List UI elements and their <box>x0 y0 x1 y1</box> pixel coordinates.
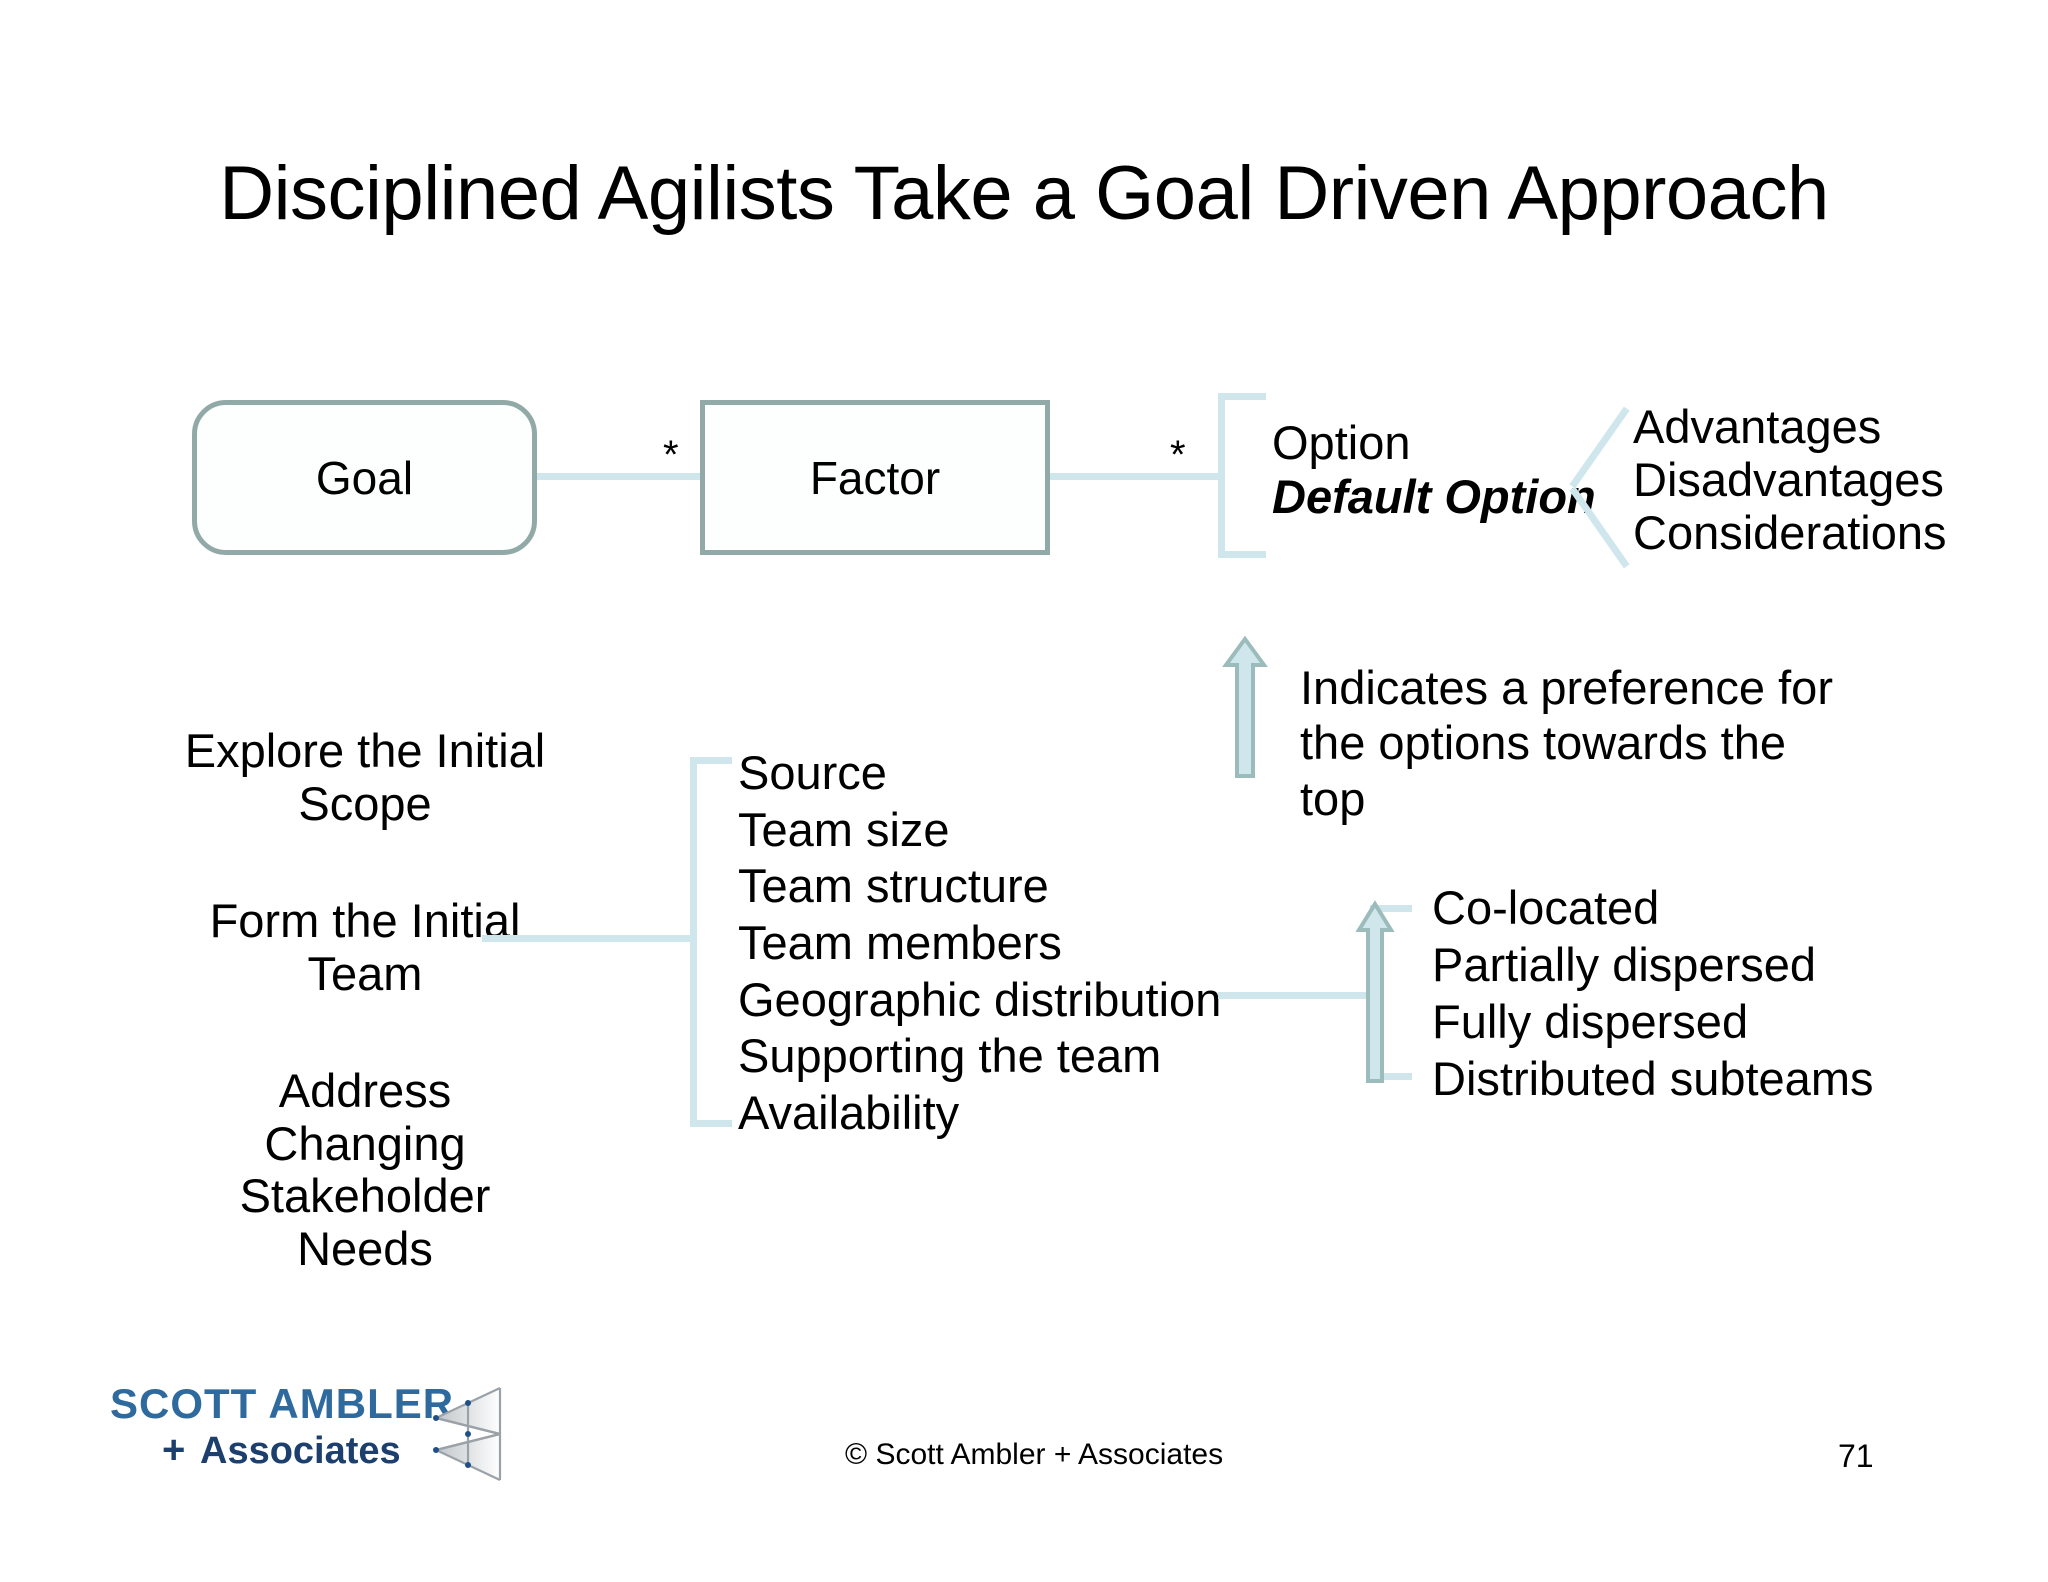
connector-factor-option <box>1050 473 1220 480</box>
goal-item-explore-initial-scope[interactable]: Explore the Initial Scope <box>184 724 546 830</box>
default-option-label: Default Option <box>1272 470 1596 523</box>
goal-entity-box[interactable]: Goal <box>192 400 537 555</box>
factor-list-item[interactable]: Geographic distribution <box>738 972 1222 1026</box>
options-preference-up-arrow-icon <box>1355 900 1395 1083</box>
options-bracket-bottom <box>1370 1073 1412 1080</box>
goal-box-label: Goal <box>315 451 414 504</box>
options-list-item[interactable]: Distributed subteams <box>1432 1051 1874 1105</box>
option-bracket-bottom <box>1218 551 1266 558</box>
preference-note: Indicates a preference for the options t… <box>1300 661 1833 825</box>
attribute-bracket-lower <box>1569 486 1630 569</box>
option-attribute-list: Advantages Disadvantages Considerations <box>1633 400 1947 559</box>
factor-bracket-top <box>690 757 732 764</box>
scott-ambler-associates-logo: SCOTT AMBLER + Associates <box>100 1380 502 1490</box>
options-list-item[interactable]: Co-located <box>1432 881 1660 934</box>
factor-box-label: Factor <box>809 451 941 504</box>
logo-lattice-mark-icon <box>432 1387 502 1481</box>
option-attribute-item: Considerations <box>1633 506 1947 560</box>
factor-list-item[interactable]: Supporting the team <box>738 1029 1162 1083</box>
footer-copyright: © Scott Ambler + Associates <box>845 1438 1224 1471</box>
factor-entity-box[interactable]: Factor <box>700 400 1050 555</box>
footer-page-number: 71 <box>1838 1438 1874 1474</box>
attribute-bracket-upper <box>1569 406 1630 489</box>
factor-list-item[interactable]: Team structure <box>738 859 1049 913</box>
logo-line1-text: SCOTT AMBLER <box>110 1380 455 1427</box>
connector-goal-factor <box>537 473 700 480</box>
options-list: Co-located Partially dispersed Fully dis… <box>1432 880 1873 1107</box>
goal-item-address-changing-stakeholder-needs[interactable]: Address Changing Stakeholder Needs <box>239 1064 491 1275</box>
logo-plus-text: + <box>162 1428 186 1472</box>
goal-item-form-initial-team[interactable]: Form the Initial Team <box>209 894 521 1000</box>
page-title: Disciplined Agilists Take a Goal Driven … <box>219 151 1829 236</box>
factor-bracket-vertical <box>690 757 697 1127</box>
factor-list-item[interactable]: Source <box>738 746 887 799</box>
options-bracket-top <box>1370 905 1412 912</box>
option-label: Option <box>1272 416 1411 469</box>
option-bracket-vertical <box>1218 393 1225 558</box>
multiplicity-factor-option: * <box>1170 433 1186 477</box>
multiplicity-goal-factor: * <box>663 433 679 477</box>
connector-factor-optionslist <box>1218 992 1373 999</box>
options-list-item[interactable]: Fully dispersed <box>1432 994 1749 1048</box>
factor-bracket-bottom <box>690 1120 732 1127</box>
option-attribute-item: Disadvantages <box>1633 453 1944 507</box>
factor-list-item[interactable]: Availability <box>738 1085 960 1139</box>
factor-list-item[interactable]: Team size <box>738 802 950 856</box>
factor-list-item[interactable]: Team members <box>738 915 1062 969</box>
factor-list: Source Team size Team structure Team mem… <box>738 745 1221 1141</box>
options-list-item[interactable]: Partially dispersed <box>1432 937 1817 991</box>
option-bracket-top <box>1218 393 1266 400</box>
option-attribute-item: Advantages <box>1633 400 1882 453</box>
logo-line2-text: Associates <box>200 1430 401 1472</box>
preference-up-arrow-icon <box>1222 635 1268 778</box>
connector-goal-factorlist <box>482 935 697 942</box>
